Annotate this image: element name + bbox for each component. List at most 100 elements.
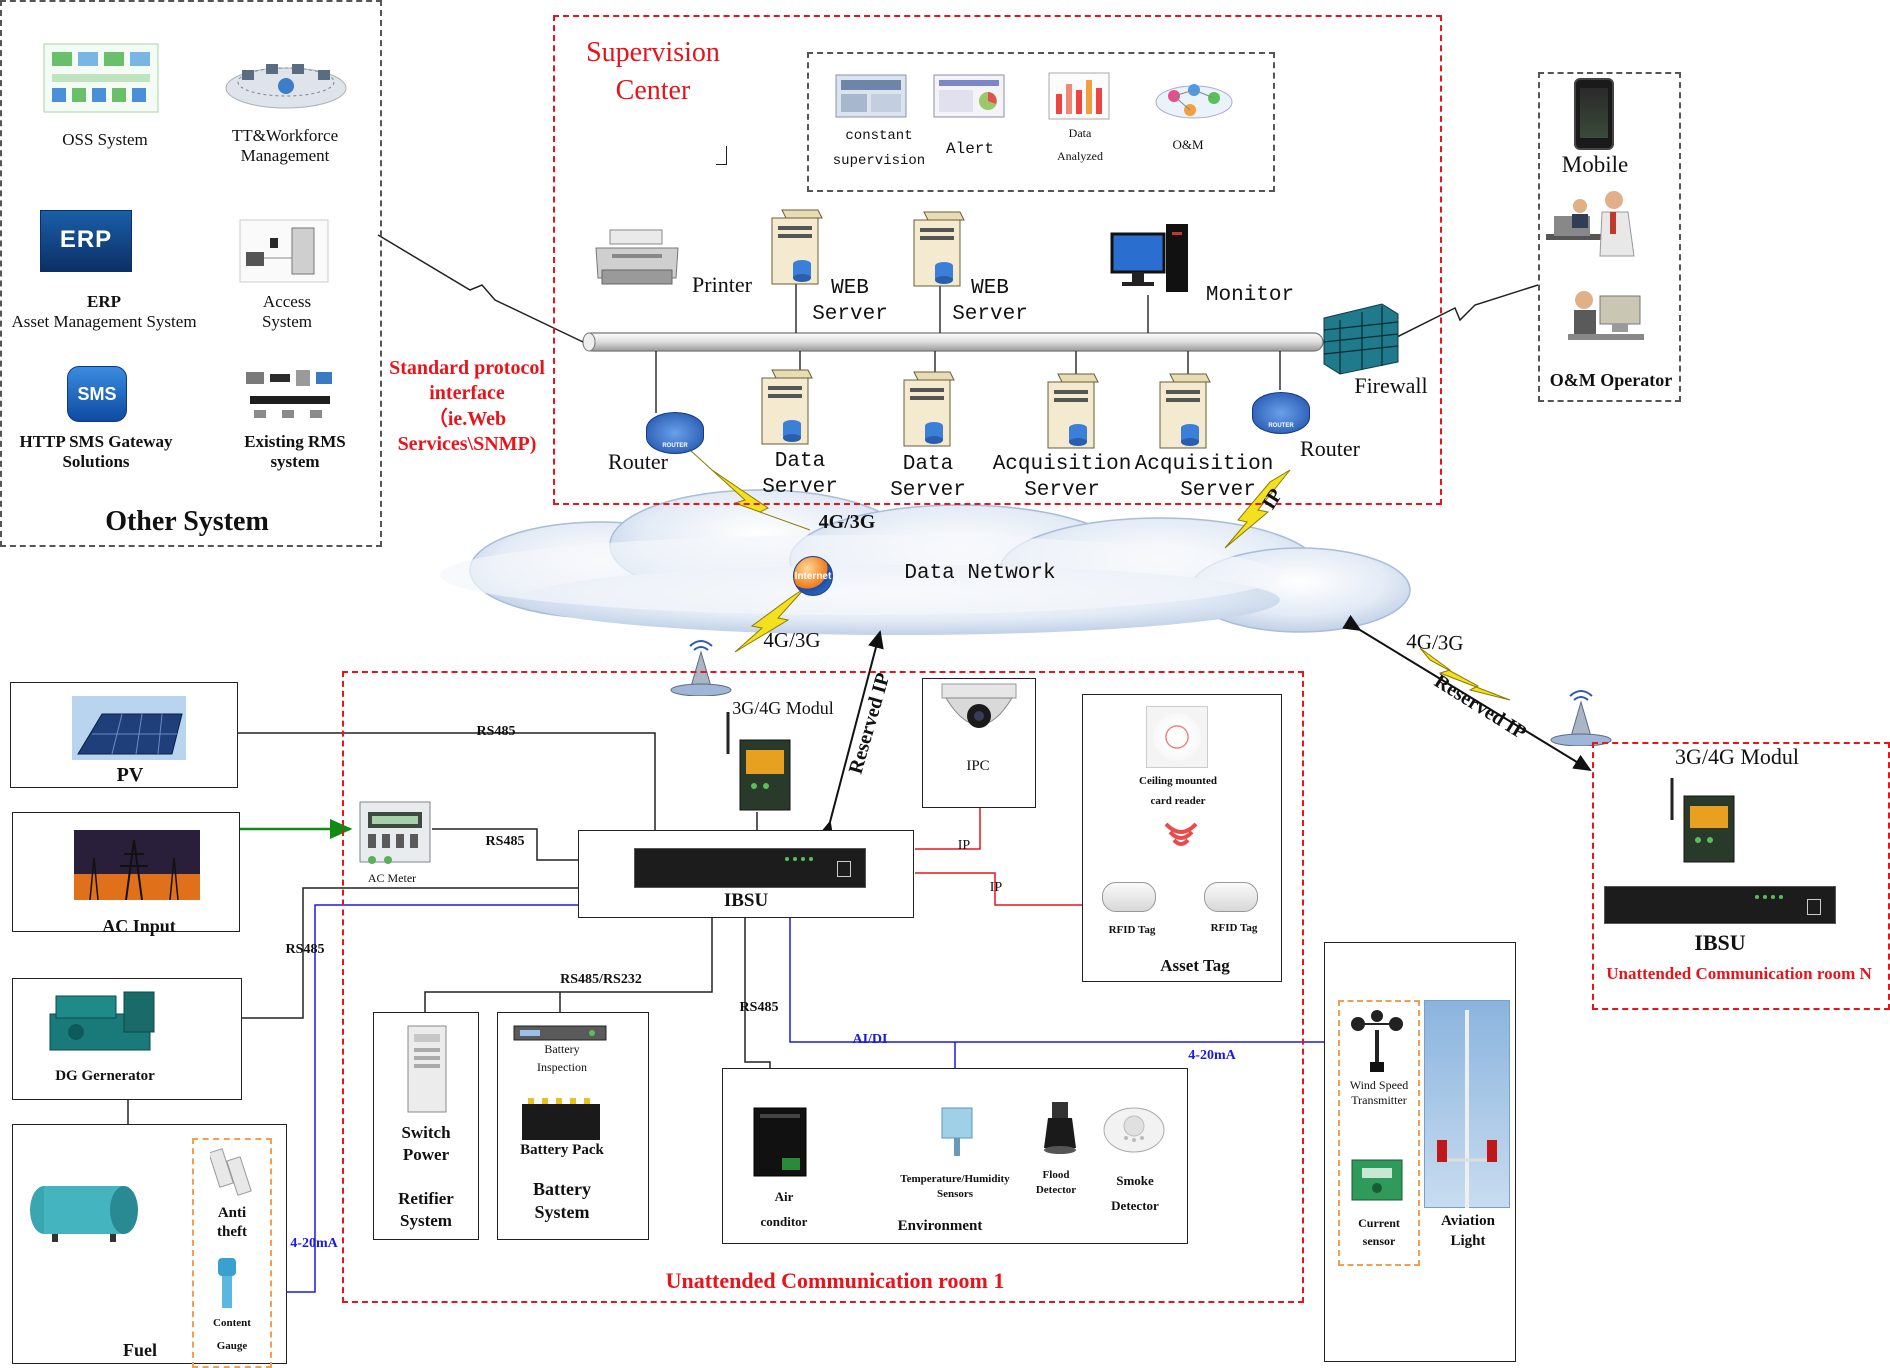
ip-ipc-label: IP (957, 838, 971, 853)
rfid-tag-2-label: RFID Tag (1210, 922, 1258, 934)
mobile-label: Mobile (1561, 152, 1629, 177)
web-server-1-icon (771, 209, 823, 285)
acquisition-server-2-icon (1159, 373, 1211, 449)
other-system-title: Other System (105, 506, 269, 537)
outdoor-sensors-panel (1338, 1000, 1420, 1266)
fuel-label: Fuel (123, 1340, 157, 1360)
smoke-detector-icon (1103, 1107, 1165, 1153)
content-gauge-icon (218, 1258, 236, 1308)
om-operator-icon (1568, 291, 1644, 340)
room-n-panel (1592, 742, 1890, 1010)
router-right-label: Router (1300, 436, 1360, 461)
existing-rms-icon (246, 370, 332, 418)
temperature-humidity-sensor-icon (941, 1107, 973, 1156)
base-station-antenna-room-n-icon (1550, 690, 1612, 746)
rfid-tag-2-icon (1204, 882, 1258, 912)
mobile-phone-icon (1574, 78, 1614, 150)
ac-meter-label: AC Meter (367, 871, 417, 885)
switch-power-cabinet-icon (407, 1025, 447, 1113)
room-n-title: Unattended Communication room N (1606, 964, 1872, 983)
rs485-rs232-label: RS485/RS232 (560, 972, 642, 987)
workforce-management-icon (225, 64, 347, 109)
om-label: O&M (1172, 137, 1204, 152)
room-1-panel (342, 671, 1304, 1303)
rs485-dg-label: RS485 (285, 942, 325, 957)
battery-inspection-icon (513, 1025, 607, 1041)
battery-pack-label: Battery Pack (520, 1142, 604, 1158)
erp-icon: ERP (40, 210, 132, 272)
firewall-label: Firewall (1354, 373, 1428, 398)
battery-pack-icon (522, 1098, 600, 1140)
oss-system-label: OSS System (62, 130, 148, 149)
pv-panel-icon (72, 696, 186, 760)
alert-label: Alert (945, 140, 994, 158)
power-tower-icon (74, 830, 200, 900)
data-network-cloud (440, 489, 1411, 635)
modul-4g-icon (726, 712, 791, 811)
link-4g3g-right: 4G/3G (1406, 629, 1464, 655)
mobile-panel (1538, 72, 1681, 402)
ac-input-label: AC Input (102, 916, 176, 936)
ai-di-label: AI/DI (852, 1032, 888, 1047)
room-1-title: Unattended Communication room 1 (665, 1268, 1005, 1293)
access-system-icon (239, 219, 329, 283)
card-reader-icon (1146, 706, 1208, 768)
room-n-ibsu-device-icon (1604, 886, 1836, 924)
web-server-2-icon (913, 211, 965, 287)
operator-at-desk-icon (1546, 191, 1635, 257)
fuel-tank-icon (30, 1186, 138, 1242)
data-network-label: Data Network (904, 562, 1056, 585)
data-analyzed-icon (1048, 72, 1110, 120)
room-n-ibsu-label: IBSU (1694, 930, 1746, 955)
monitor-label: Monitor (1205, 284, 1295, 307)
internet-globe-icon: Internet (793, 556, 833, 596)
current-sensor-icon (1351, 1159, 1403, 1201)
rfid-tag-1-icon (1102, 882, 1156, 912)
ibsu-room-1-label: IBSU (723, 890, 769, 911)
om-icon (1155, 84, 1233, 119)
rfid-tag-1-label: RFID Tag (1108, 924, 1156, 936)
firewall-icon (1323, 303, 1399, 375)
aviation-light-icon (1437, 1010, 1497, 1208)
data-server-1-icon (761, 369, 813, 445)
data-server-2-icon (903, 371, 955, 447)
ipc-label: IPC (966, 758, 990, 774)
router-left-icon: ROUTER (646, 412, 704, 454)
dg-generator-label: DG Gernerator (55, 1068, 155, 1084)
wind-speed-transmitter-icon (1351, 1010, 1403, 1072)
constant-supervision-icon (835, 74, 907, 118)
router-right-icon: ROUTER (1252, 392, 1310, 434)
fuel-sensors-panel (192, 1138, 272, 1368)
anti-theft-sensor-icon (210, 1148, 252, 1196)
monitor-icon (1110, 224, 1188, 292)
sms-icon: SMS (67, 366, 127, 422)
oss-system-icon (43, 43, 159, 113)
rs485-pv-label: RS485 (476, 724, 516, 739)
link-4g3g-top: 4G/3G (818, 511, 876, 533)
room-1-modul-label: 3G/4G Modul (732, 698, 834, 718)
ma-right-label: 4-20mA (1188, 1048, 1236, 1063)
supervision-center-panel (553, 15, 1442, 505)
alert-icon (933, 74, 1005, 118)
